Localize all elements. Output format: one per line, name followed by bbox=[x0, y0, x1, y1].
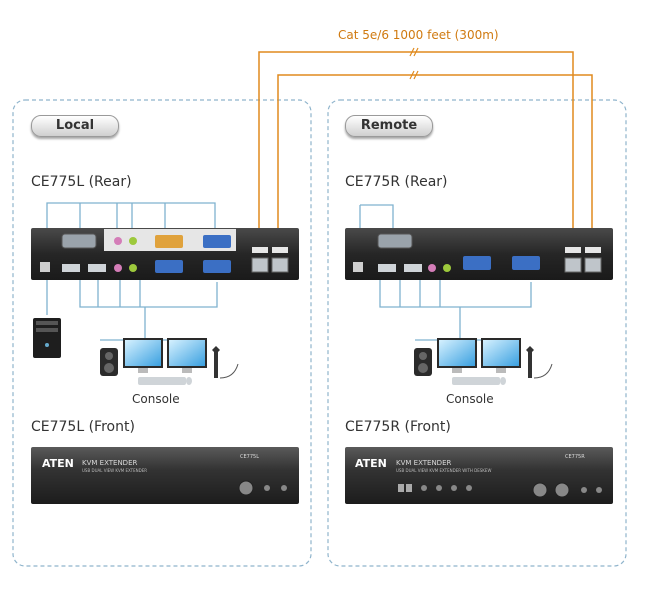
ce775r-rear-device bbox=[345, 204, 613, 341]
local-front-model: CE775L bbox=[240, 454, 259, 460]
local-console bbox=[100, 338, 239, 385]
remote-front-product-line: KVM EXTENDER bbox=[396, 459, 451, 467]
remote-region-border bbox=[327, 99, 627, 567]
ce775r-front-device bbox=[345, 447, 613, 504]
cable-break-marks bbox=[409, 47, 419, 80]
remote-region-tab: Remote bbox=[345, 115, 433, 137]
local-front-brand: ATEN bbox=[42, 457, 74, 470]
ce775l-rear-device bbox=[31, 202, 299, 341]
local-rear-title: CE775L (Rear) bbox=[31, 174, 132, 190]
remote-front-subtitle: USB DUAL VIEW KVM EXTENDER WITH DESKEW bbox=[396, 468, 491, 473]
local-front-subtitle: USB DUAL VIEW KVM EXTENDER bbox=[82, 468, 147, 473]
local-front-product-line: KVM EXTENDER bbox=[82, 459, 137, 467]
local-front-title: CE775L (Front) bbox=[31, 419, 135, 435]
remote-console bbox=[414, 338, 553, 385]
remote-front-model: CE775R bbox=[565, 454, 585, 460]
local-console-label: Console bbox=[132, 392, 180, 406]
cat5-cables bbox=[258, 51, 593, 233]
remote-front-brand: ATEN bbox=[355, 457, 387, 470]
cable-length-label: Cat 5e/6 1000 feet (300m) bbox=[338, 28, 499, 42]
remote-console-label: Console bbox=[446, 392, 494, 406]
ce775l-front-device bbox=[31, 447, 299, 504]
remote-rear-title: CE775R (Rear) bbox=[345, 174, 448, 190]
local-pc-tower bbox=[33, 318, 61, 358]
local-region-border bbox=[12, 99, 312, 567]
remote-front-title: CE775R (Front) bbox=[345, 419, 451, 435]
local-region-tab: Local bbox=[31, 115, 119, 137]
